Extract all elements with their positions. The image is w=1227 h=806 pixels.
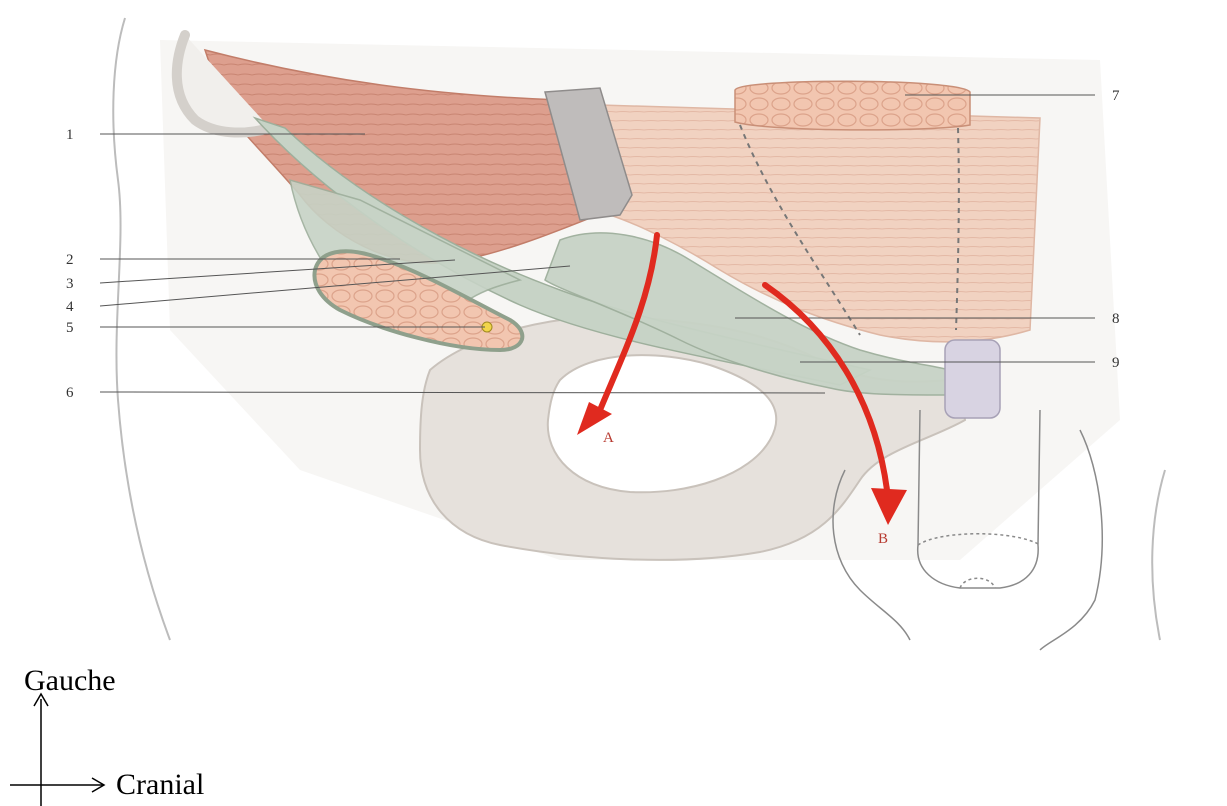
callout-9: 9 — [1112, 355, 1120, 371]
orientation-label-horizontal: Cranial — [116, 770, 204, 800]
cord-bundle — [735, 81, 970, 130]
route-label-a: A — [603, 430, 614, 446]
callout-7: 7 — [1112, 88, 1120, 104]
callout-8: 8 — [1112, 311, 1120, 327]
route-label-b: B — [878, 531, 888, 547]
callout-3: 3 — [66, 276, 74, 292]
callout-2: 2 — [66, 252, 74, 268]
callout-6: 6 — [66, 385, 74, 401]
orientation-label-vertical: Gauche — [24, 666, 116, 696]
callout-5: 5 — [66, 320, 74, 336]
body-contour-left — [113, 18, 170, 640]
body-contour-right — [1152, 470, 1165, 640]
orientation-axes — [10, 694, 104, 806]
callout-1: 1 — [66, 127, 74, 143]
callout-4: 4 — [66, 299, 74, 315]
pubic-tubercle — [945, 340, 1000, 418]
